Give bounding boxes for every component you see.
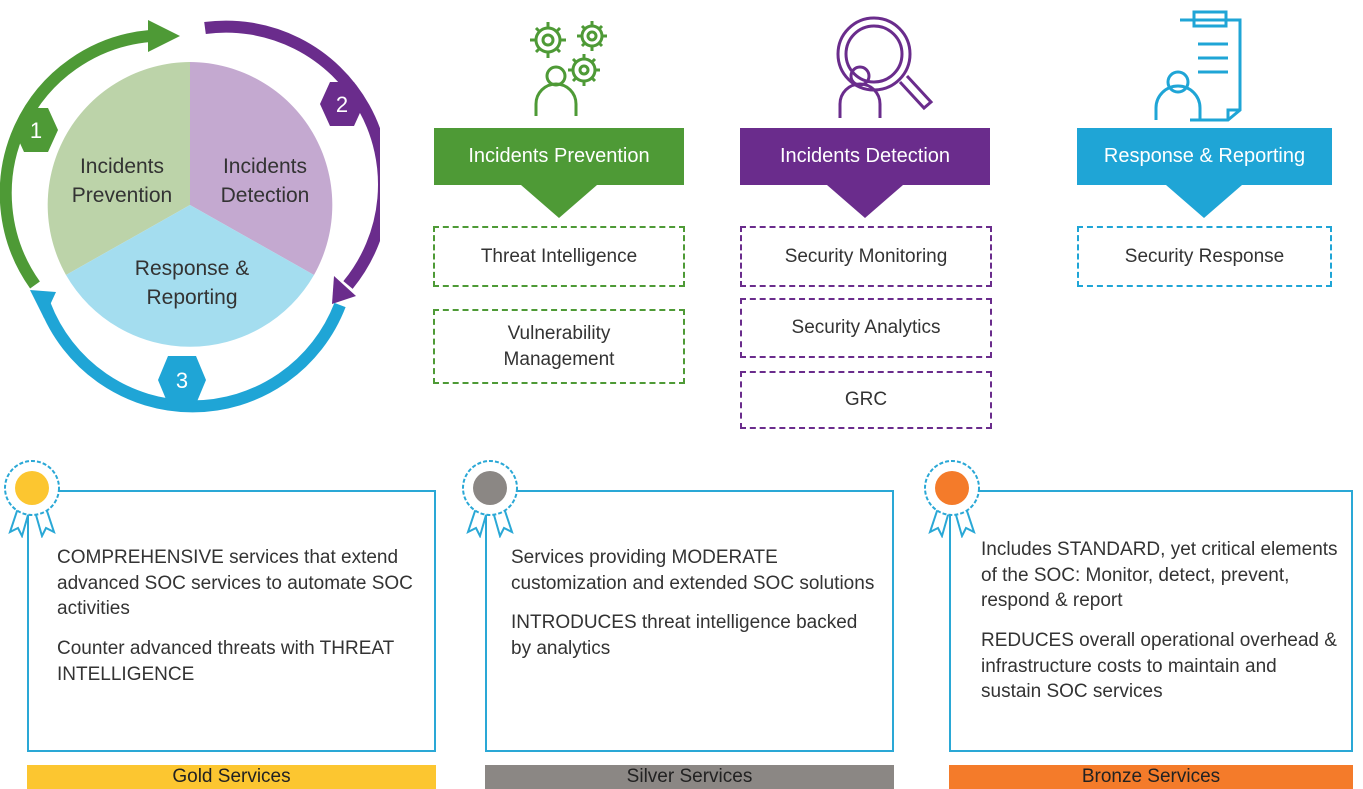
box-security-analytics: Security Analytics bbox=[740, 298, 992, 358]
seg-label-prevention-1: Incidents bbox=[80, 155, 164, 178]
magnifier-person-icon bbox=[836, 16, 934, 118]
box-security-response: Security Response bbox=[1077, 226, 1332, 287]
hex-number-2: 2 bbox=[336, 92, 348, 117]
award-ribbon-gold-icon bbox=[4, 460, 60, 538]
ring-arrowhead-prevention bbox=[148, 20, 180, 52]
tier-card-gold: COMPREHENSIVE services that extend advan… bbox=[27, 490, 436, 752]
hex-badge-1 bbox=[14, 108, 58, 152]
silver-description-2: INTRODUCES threat intelligence backed by… bbox=[511, 612, 858, 659]
ring-arrowhead-response bbox=[30, 290, 56, 318]
silver-description-1: Services providing MODERATE customizatio… bbox=[511, 547, 875, 594]
seg-label-detection-1: Incidents bbox=[223, 155, 307, 178]
banner-incidents-prevention: Incidents Prevention bbox=[434, 128, 684, 185]
tier-card-bronze: Includes STANDARD, yet critical elements… bbox=[949, 490, 1353, 752]
pie-segment-response bbox=[66, 205, 314, 347]
hex-badge-2 bbox=[320, 82, 364, 126]
arrow-down-response bbox=[1166, 185, 1242, 218]
bronze-medal bbox=[935, 471, 969, 505]
bronze-description-2: REDUCES overall operational overhead & i… bbox=[981, 629, 1337, 703]
hex-number-3: 3 bbox=[176, 368, 188, 393]
seg-label-response-1: Response & bbox=[135, 257, 249, 280]
gold-description-2: Counter advanced threats with THREAT INT… bbox=[57, 637, 394, 685]
banner-incidents-detection: Incidents Detection bbox=[740, 128, 990, 185]
award-ribbon-silver-icon bbox=[462, 460, 518, 538]
soc-cycle-diagram: Incidents Prevention Incidents Detection… bbox=[0, 20, 380, 413]
box-security-monitoring: Security Monitoring bbox=[740, 226, 992, 287]
pie-segment-prevention bbox=[47, 62, 191, 275]
clipboard-person-icon bbox=[1154, 10, 1242, 122]
silver-services-bar: Silver Services bbox=[485, 765, 894, 789]
award-ribbon-bronze-icon bbox=[924, 460, 980, 538]
seg-label-response-2: Reporting bbox=[146, 286, 237, 309]
ring-arrowhead-detection bbox=[332, 276, 356, 304]
bronze-description-1: Includes STANDARD, yet critical elements… bbox=[981, 539, 1338, 612]
pie-segment-detection bbox=[190, 62, 333, 275]
arrow-down-detection bbox=[827, 185, 903, 218]
banner-response-reporting: Response & Reporting bbox=[1077, 128, 1332, 185]
hex-number-1: 1 bbox=[30, 118, 42, 143]
box-vulnerability-management-label: Vulnerability Management bbox=[503, 322, 615, 370]
silver-medal bbox=[473, 471, 507, 505]
bronze-services-bar: Bronze Services bbox=[949, 765, 1353, 789]
gold-services-bar: Gold Services bbox=[27, 765, 436, 789]
seg-label-prevention-2: Prevention bbox=[72, 184, 172, 207]
gears-person-icon bbox=[530, 21, 607, 116]
ring-arc-detection bbox=[204, 20, 380, 289]
box-threat-intelligence: Threat Intelligence bbox=[433, 226, 685, 287]
arrow-down-prevention bbox=[521, 185, 597, 218]
box-grc: GRC bbox=[740, 371, 992, 429]
ring-arc-response bbox=[39, 302, 346, 413]
gold-description-1: COMPREHENSIVE services that extend advan… bbox=[57, 547, 413, 620]
box-vulnerability-management: Vulnerability Management bbox=[433, 309, 685, 384]
hex-badge-3 bbox=[158, 356, 206, 404]
gold-medal bbox=[15, 471, 49, 505]
tier-card-silver: Services providing MODERATE customizatio… bbox=[485, 490, 894, 752]
seg-label-detection-2: Detection bbox=[221, 184, 310, 207]
